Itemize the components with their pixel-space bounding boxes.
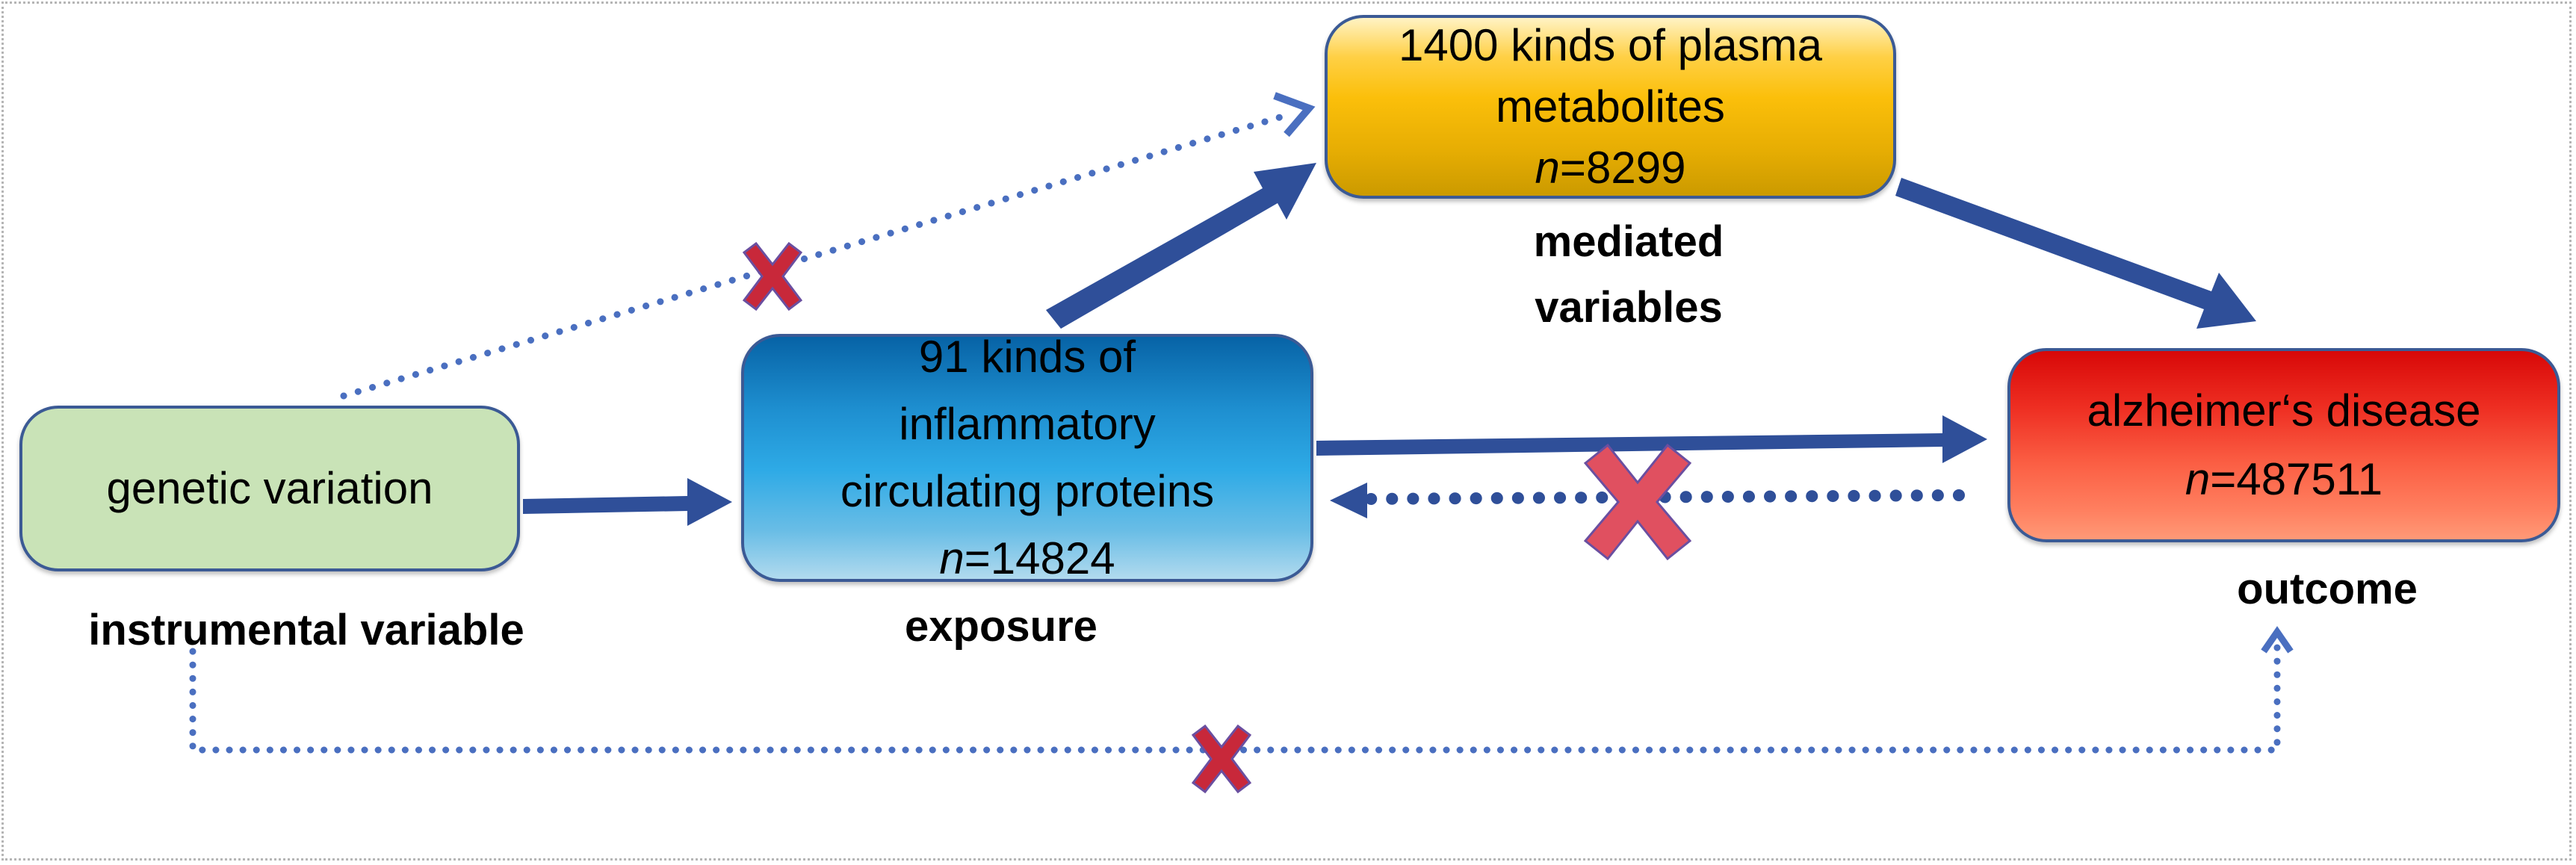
edge-exposure-to-mediator <box>1046 163 1316 329</box>
edge-instrument-to-outcome <box>189 626 2294 754</box>
block-x-icon <box>1191 724 1252 794</box>
n-symbol: n <box>1535 143 1560 193</box>
edge-instrument-to-exposure <box>523 478 732 526</box>
sample-size: n=14824 <box>939 525 1115 592</box>
label-line: variables <box>1535 283 1723 332</box>
label-outcome: outcome <box>2237 565 2418 613</box>
node-title-line: 91 kinds of <box>918 332 1136 382</box>
node-title-line: alzheimer‘s disease <box>2087 385 2481 435</box>
edge-outcome-to-exposure <box>1330 483 1965 518</box>
label-mediated-variables: mediated variables <box>1442 209 1815 341</box>
label-instrumental-variable: instrumental variable <box>88 606 524 654</box>
sample-size: n=8299 <box>1535 137 1686 199</box>
node-title-line: circulating proteins <box>840 466 1215 516</box>
sample-size: n=487511 <box>2185 445 2383 514</box>
label-exposure: exposure <box>905 602 1097 651</box>
n-symbol: n <box>2185 454 2211 504</box>
n-value: =14824 <box>964 533 1115 583</box>
block-x-large-icon <box>1583 443 1692 561</box>
edge-instrument-to-mediator <box>340 92 1316 400</box>
node-title-line: inflammatory <box>899 399 1156 449</box>
node-alzheimers-disease: alzheimer‘s disease n=487511 <box>2007 348 2560 542</box>
block-x-icon <box>742 241 803 311</box>
n-value: =8299 <box>1559 143 1686 193</box>
edge-mediator-to-outcome <box>1895 178 2256 329</box>
node-title-line: 1400 kinds of plasma <box>1398 20 1822 70</box>
node-inflammatory-proteins: 91 kinds of inflammatory circulating pro… <box>741 332 1313 583</box>
edge-exposure-to-outcome <box>1316 415 1987 463</box>
node-title-line: metabolites <box>1496 81 1725 131</box>
node-title: genetic variation <box>106 463 433 513</box>
n-value: =487511 <box>2210 454 2383 504</box>
node-plasma-metabolites: 1400 kinds of plasma metabolites n=8299 <box>1325 15 1896 199</box>
node-genetic-variation: genetic variation <box>19 406 520 571</box>
n-symbol: n <box>939 533 965 583</box>
label-line: mediated <box>1533 217 1724 266</box>
